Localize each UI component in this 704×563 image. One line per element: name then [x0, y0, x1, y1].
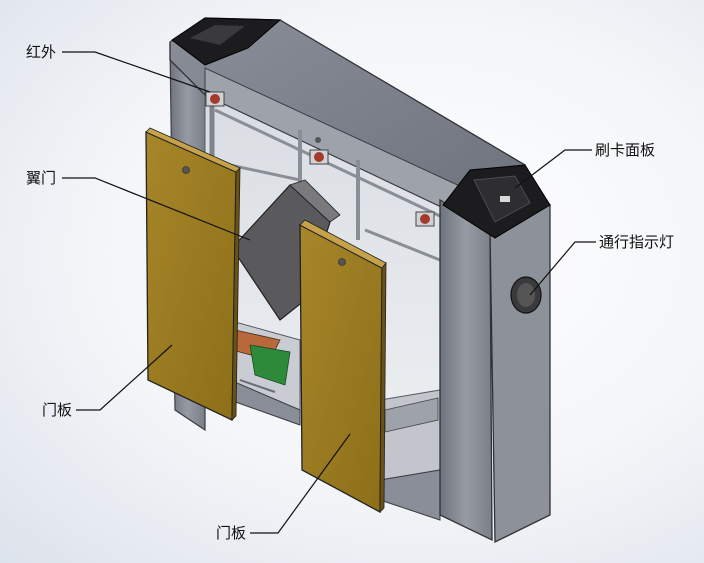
label-indicator-light: 通行指示灯 [599, 233, 675, 251]
leader-card-panel [514, 149, 592, 189]
label-infrared: 红外 [26, 43, 57, 61]
infrared-sensor-group [205, 91, 435, 227]
door-panel-left [145, 127, 241, 422]
label-wing-gate: 翼门 [26, 169, 57, 187]
label-card-panel: 刷卡面板 [595, 141, 656, 159]
leader-door-right [250, 433, 351, 534]
label-door-panel-right: 门板 [216, 524, 247, 542]
leader-wing-gate [62, 177, 251, 241]
door-panel-right [299, 219, 387, 514]
leader-indicator [529, 241, 596, 296]
cap-left [171, 17, 282, 66]
leader-lines [62, 51, 596, 534]
label-door-panel-left: 门板 [42, 401, 73, 419]
leader-door-left [76, 344, 173, 411]
leader-infrared [62, 51, 211, 93]
indicator-light [510, 276, 542, 314]
